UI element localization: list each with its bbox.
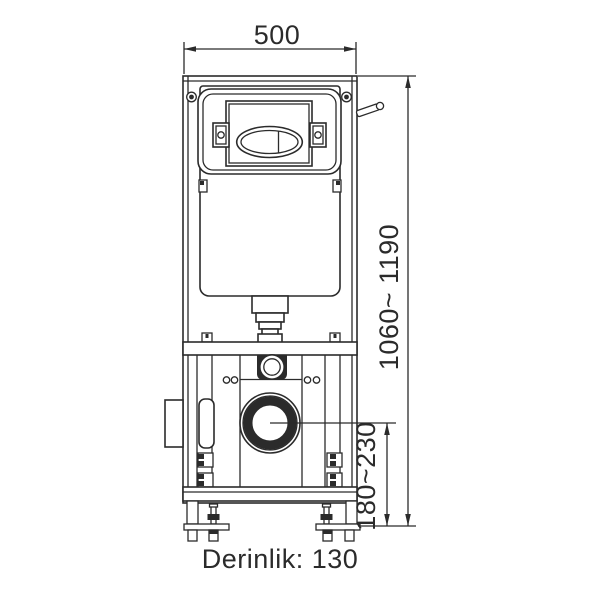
rail-fitting-right	[329, 332, 341, 343]
inlet-connector	[257, 353, 287, 380]
flush-button-oval	[235, 125, 304, 159]
clip-right-upper	[326, 452, 343, 468]
tank-side-tab-left	[198, 179, 208, 193]
adjustable-feet	[183, 500, 361, 542]
leg-left	[186, 500, 199, 525]
bracket-screw-left	[217, 131, 225, 139]
flush-plate-inner-line	[202, 93, 337, 171]
plate-bracket-right	[309, 122, 327, 148]
arrow-up	[405, 76, 411, 88]
pipe-clips	[197, 452, 343, 488]
clip-left-upper	[197, 452, 214, 468]
frame-bolt-top-right	[341, 91, 352, 103]
mounting-frame	[182, 75, 358, 504]
dim-width: 500	[183, 20, 357, 74]
foot-plate-right	[315, 523, 361, 531]
tank-side-tab-right	[332, 179, 342, 193]
bracket-screw-right	[314, 131, 322, 139]
threaded-rod-right	[320, 503, 333, 525]
width-dim-label: 500	[254, 20, 301, 50]
frame-bolt-top-left	[186, 91, 197, 103]
flush-plate	[186, 88, 352, 175]
flush-bend-pipe	[251, 295, 289, 344]
threaded-rod-left	[207, 503, 220, 525]
bottom-rail	[182, 486, 358, 502]
water-inlet-stub	[355, 101, 385, 118]
dim-height: 1060~ 1190	[358, 75, 416, 527]
depth-label: Derinlik: 130	[202, 544, 359, 574]
arrow-left	[184, 46, 196, 52]
arrow-up	[384, 423, 390, 435]
fixing-holes	[222, 376, 321, 384]
middle-rail	[182, 332, 358, 356]
foot-plate-left	[183, 523, 230, 531]
frame-outline	[182, 75, 358, 504]
arrow-down	[384, 514, 390, 526]
clip-right-lower	[326, 472, 343, 488]
wall-bracket-left	[164, 398, 215, 449]
plate-bracket-left	[212, 122, 230, 148]
rail-bar	[182, 341, 358, 356]
arrow-down	[405, 514, 411, 526]
height-dim-label: 1060~ 1190	[374, 224, 404, 370]
arrow-right	[344, 46, 356, 52]
outlet-dim-label: 180~230	[351, 421, 381, 530]
dim-outlet-height: 180~230	[270, 421, 396, 531]
rail-fitting-left	[201, 332, 213, 343]
clip-left-lower	[197, 472, 214, 488]
